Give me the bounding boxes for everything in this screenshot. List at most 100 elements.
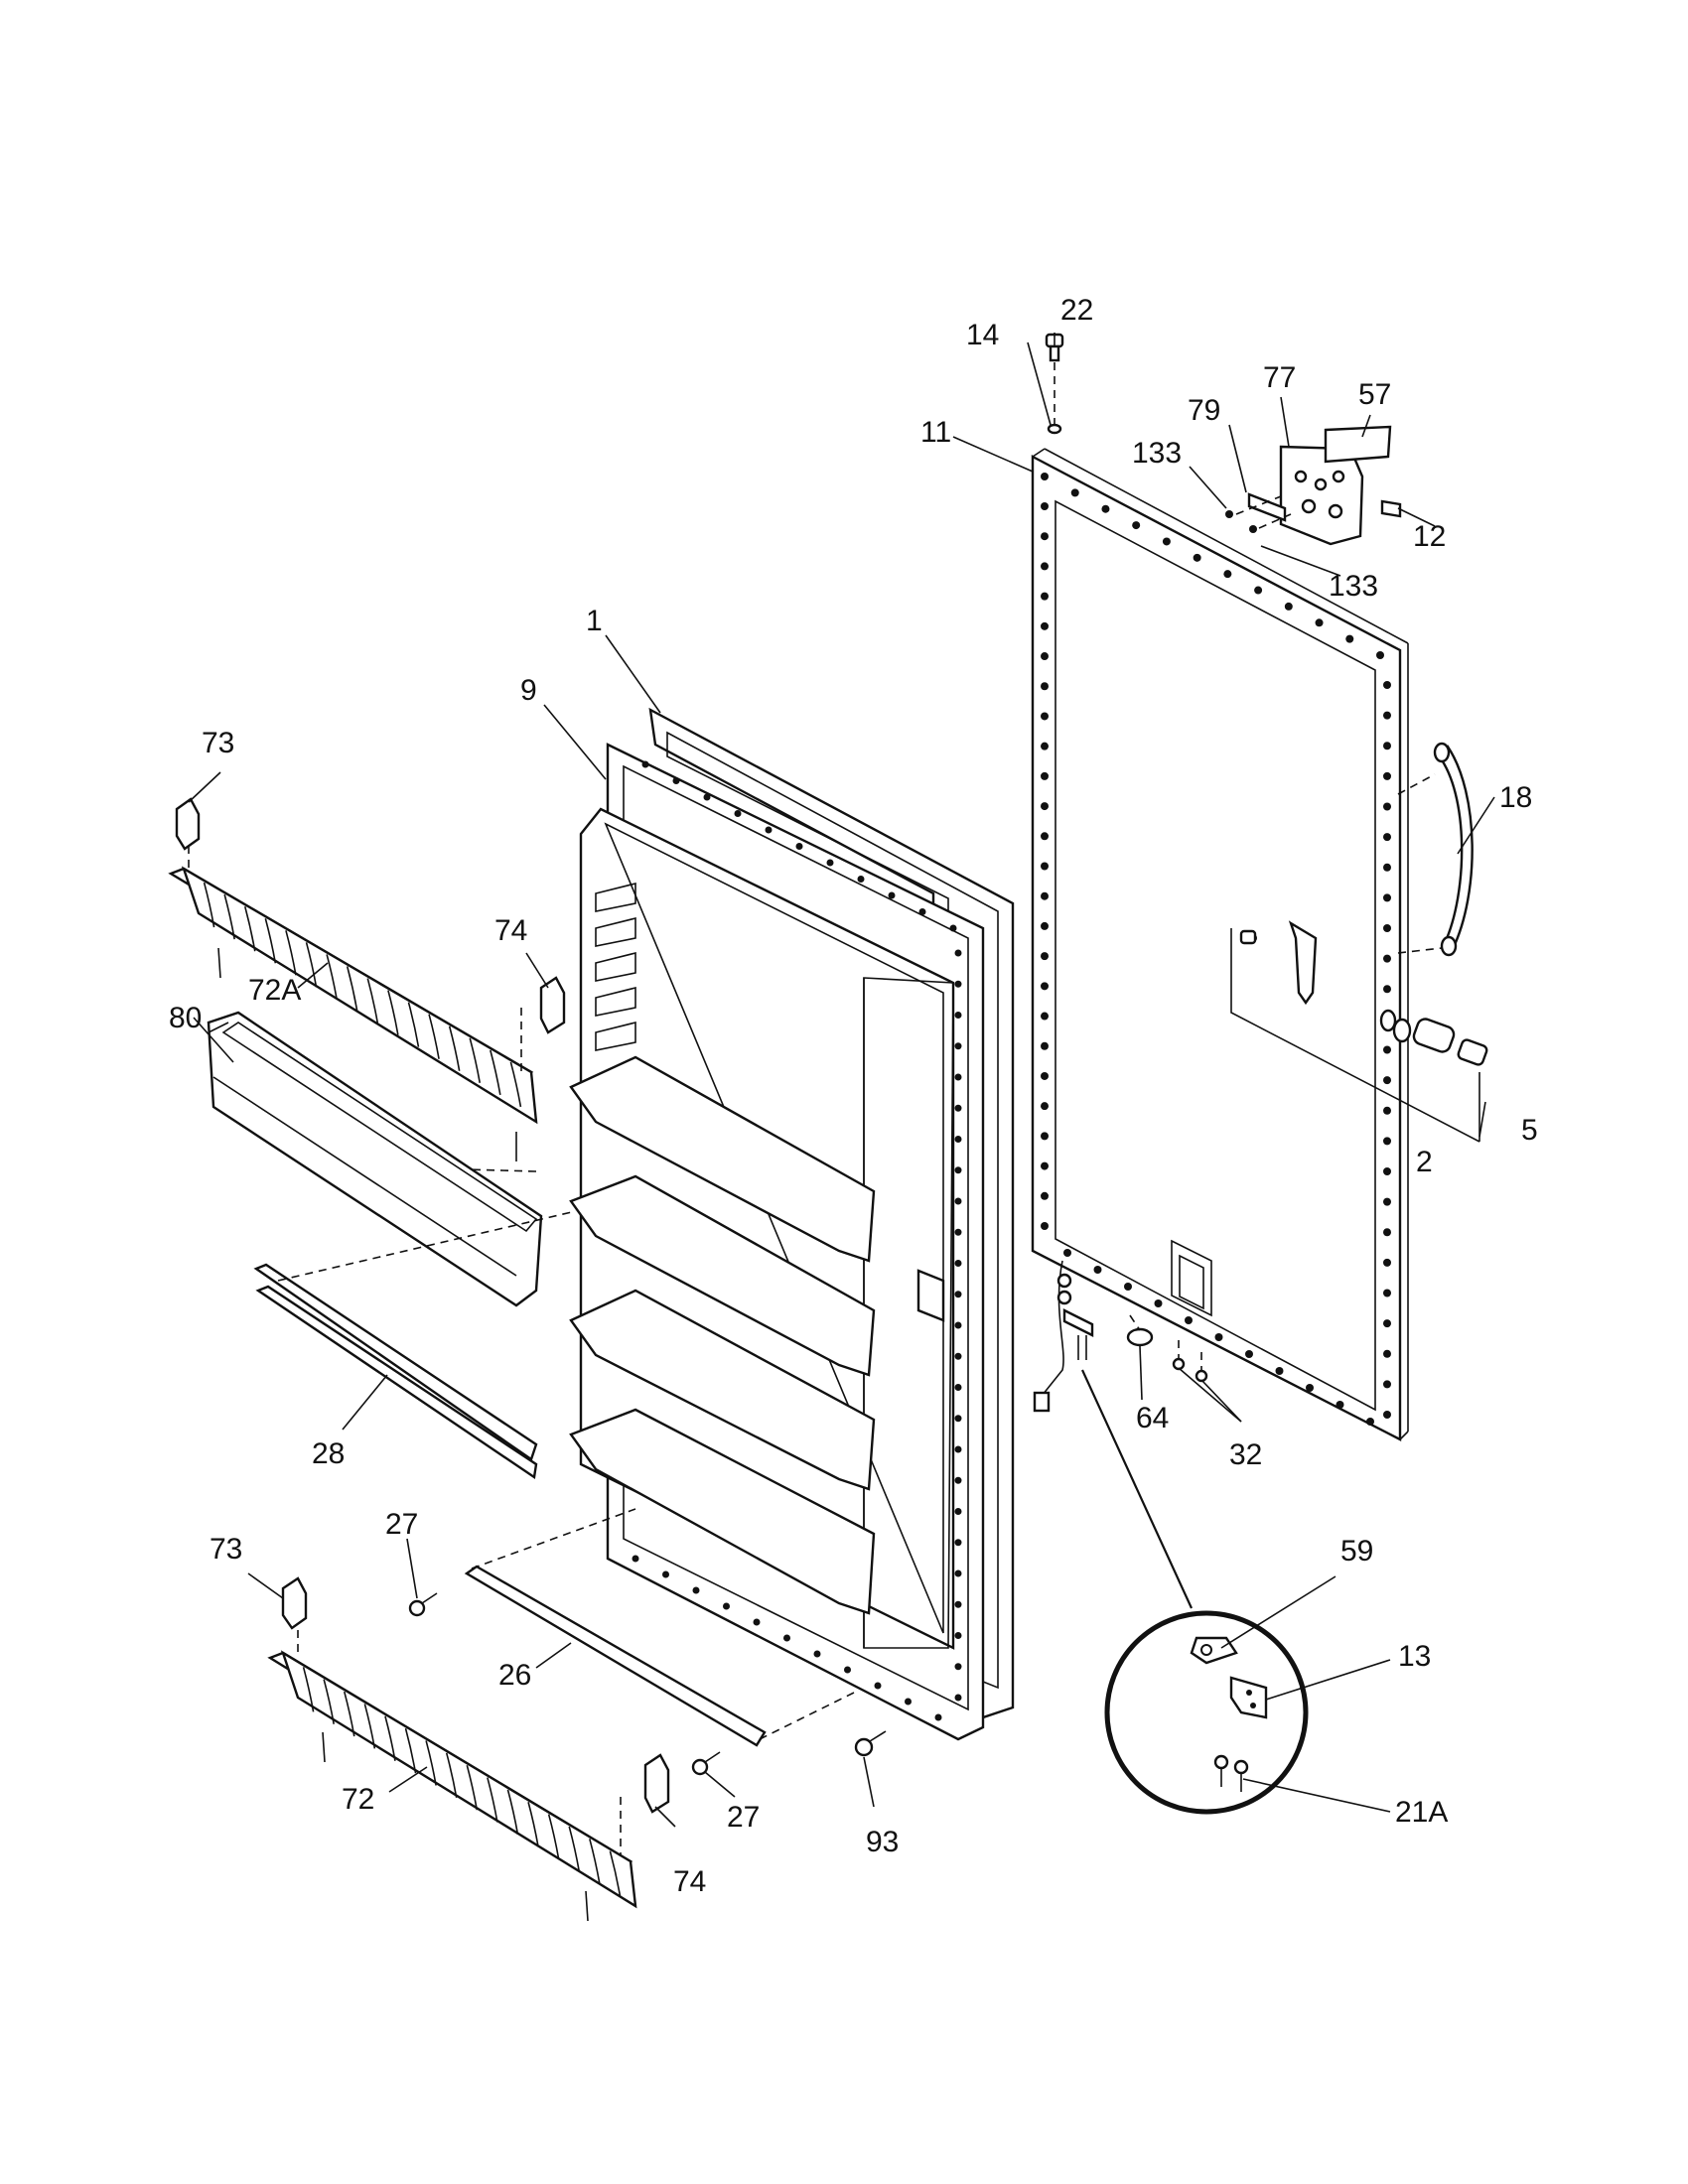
screw-hole [1041, 982, 1049, 991]
screw-hole [1041, 1132, 1049, 1141]
control-panel-77 [1225, 425, 1402, 546]
shelf-rib [285, 930, 297, 976]
screw-hole [1383, 1319, 1391, 1328]
label-2: 2 [1416, 1146, 1433, 1178]
outer-door-panel [1031, 448, 1409, 1441]
screw-hole [1124, 1283, 1132, 1291]
label-80: 80 [169, 1002, 202, 1034]
screw-hole [1315, 618, 1324, 627]
screw-hole [954, 1445, 962, 1453]
label-1: 1 [586, 605, 603, 637]
screw-hole [826, 859, 834, 867]
screw-hole [1275, 1367, 1284, 1375]
label-74-bottom: 74 [673, 1865, 706, 1898]
label-5: 5 [1521, 1114, 1538, 1147]
screw-hole [1041, 712, 1049, 721]
screw-hole [1041, 862, 1049, 871]
screw-hole [954, 1539, 962, 1547]
outer-panel-screw-holes [1041, 473, 1391, 1426]
clip-73-bottom [281, 1576, 308, 1630]
screw-hole [1041, 1191, 1049, 1200]
screw-hole [1383, 742, 1391, 751]
screw-hole [795, 843, 803, 850]
bin-80 [207, 1011, 543, 1307]
screw-hole [672, 777, 680, 784]
screw-hole [1383, 1289, 1391, 1297]
shelf-rib [346, 966, 358, 1012]
shelf-72A-ribs [203, 882, 522, 1108]
label-18: 18 [1499, 781, 1532, 814]
screw-hole [1383, 711, 1391, 720]
shelf-rib [547, 1814, 560, 1859]
liner-body [569, 807, 955, 1650]
label-27-bottom: 27 [727, 1801, 760, 1834]
shelf-rib [490, 1049, 501, 1096]
label-32: 32 [1229, 1438, 1262, 1471]
screw-hole [954, 1291, 962, 1298]
screw-hole [1185, 1316, 1193, 1324]
hinge-wire-assembly [1033, 1260, 1208, 1609]
screws-27-93 [408, 1592, 887, 1776]
label-93: 93 [866, 1826, 899, 1858]
screw-hole [1041, 771, 1049, 780]
screw-hole [1383, 924, 1391, 932]
screw-hole [954, 1508, 962, 1515]
screw-hole [954, 1166, 962, 1174]
screw-hole [1162, 537, 1171, 546]
screw-hole [1223, 570, 1232, 579]
detail-magnifier [1104, 1610, 1309, 1815]
screw-hole [954, 1136, 962, 1143]
screw-hole [857, 876, 865, 883]
screw-hole [1383, 893, 1391, 902]
screw-hole [954, 980, 962, 988]
screw-hole [1254, 586, 1263, 595]
shelf-rib [428, 1014, 440, 1059]
label-13: 13 [1398, 1640, 1431, 1673]
label-12: 12 [1413, 520, 1446, 553]
screw-hole [954, 949, 962, 957]
screw-hole [1041, 562, 1049, 571]
screw-hole [1383, 1076, 1391, 1085]
screw-hole [954, 1352, 962, 1360]
label-26: 26 [498, 1659, 531, 1692]
screw-hole [783, 1634, 790, 1642]
shelf-rib [366, 978, 379, 1024]
shelf-rib [305, 942, 318, 988]
label-133-bottom: 133 [1329, 570, 1378, 603]
screw-hole [954, 1415, 962, 1423]
screw-hole [1132, 521, 1141, 530]
label-57: 57 [1358, 378, 1391, 411]
screw-hole [1041, 1012, 1049, 1021]
screw-hole [765, 826, 773, 834]
screw-hole [1376, 651, 1384, 659]
screw-hole [874, 1682, 882, 1690]
screw-hole [954, 1012, 962, 1019]
screw-hole [954, 1384, 962, 1391]
screw-hole [1041, 742, 1049, 751]
rail-26 [464, 1508, 855, 1747]
leader-lines [188, 333, 1495, 1828]
shelf-72-ribs [302, 1667, 622, 1896]
part-number-labels: 1 2 5 9 11 12 13 14 18 21A 22 26 27 27 2… [169, 294, 1538, 1898]
label-27-top: 27 [385, 1508, 418, 1541]
shelf-rib [384, 1715, 396, 1761]
screw-hole [954, 1476, 962, 1484]
screw-hole [888, 891, 896, 899]
screw-hole [1041, 592, 1049, 601]
screw-hole [1383, 1106, 1391, 1115]
screw-hole [641, 760, 649, 768]
label-72: 72 [342, 1783, 374, 1816]
screw-hole [954, 1260, 962, 1267]
screw-hole [1383, 681, 1391, 689]
screw-hole [1041, 502, 1049, 510]
shelf-rib [589, 1839, 601, 1884]
screw-hole [1041, 1102, 1049, 1111]
screw-hole [1336, 1401, 1344, 1409]
screw-hole [949, 924, 957, 932]
screw-hole [1041, 1161, 1049, 1170]
screw-hole [1041, 952, 1049, 961]
screw-hole [1383, 1167, 1391, 1175]
shelf-rib [568, 1826, 581, 1872]
shelf-rib [445, 1752, 458, 1798]
screw-hole [1383, 1137, 1391, 1146]
